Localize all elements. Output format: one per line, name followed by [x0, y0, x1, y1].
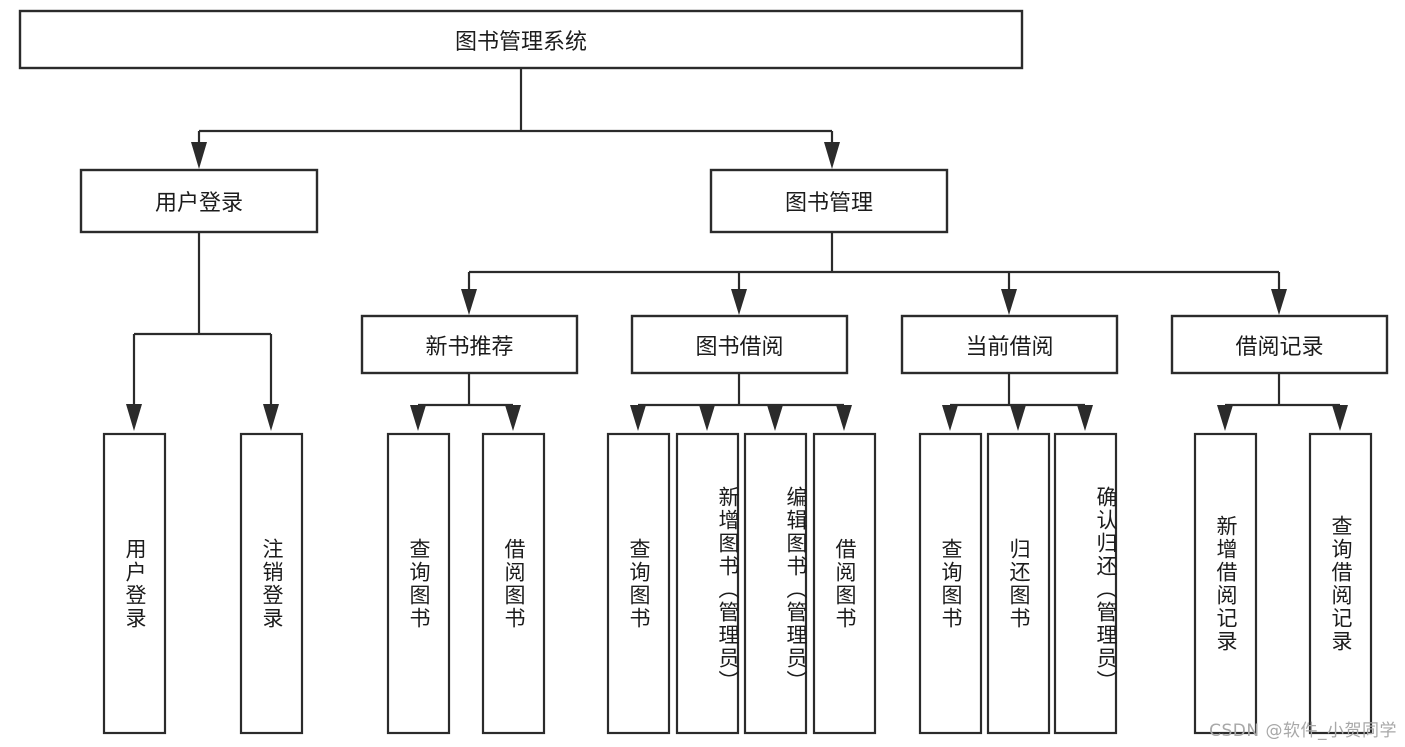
- arrow-l3-1: [731, 289, 747, 315]
- leaf-box-book-borrow-0[interactable]: [606, 432, 671, 735]
- arrow-leaf-bb-3: [836, 405, 852, 431]
- leaf-box-user-login-1[interactable]: [239, 432, 304, 735]
- connector-new-book-to-leaves: [410, 373, 521, 431]
- connector-current-borrow-to-leaves: [942, 373, 1093, 431]
- leaf-box-book-borrow-2[interactable]: [743, 432, 808, 735]
- arrow-leaf-bb-2: [767, 405, 783, 431]
- connector-book-borrow-to-leaves: [630, 373, 852, 431]
- leaf-box-borrow-record-1[interactable]: [1308, 432, 1373, 735]
- node-user-login[interactable]: [79, 168, 319, 234]
- leaf-box-current-borrow-1[interactable]: [986, 432, 1051, 735]
- arrow-leaf-br-0: [1217, 405, 1233, 431]
- arrow-leaf-br-1: [1332, 405, 1348, 431]
- connector-root-to-level2: [191, 68, 840, 169]
- arrow-l3-3: [1271, 289, 1287, 315]
- arrow-l3-2: [1001, 289, 1017, 315]
- arrow-leaf-ul-1: [263, 404, 279, 431]
- arrow-leaf-cb-1: [1010, 405, 1026, 431]
- node-borrow-record[interactable]: [1170, 314, 1389, 375]
- connector-borrow-record-to-leaves: [1217, 373, 1348, 431]
- arrow-leaf-cb-0: [942, 405, 958, 431]
- leaf-box-book-borrow-3[interactable]: [812, 432, 877, 735]
- node-current-borrow[interactable]: [900, 314, 1119, 375]
- arrow-leaf-nb-0: [410, 405, 426, 431]
- arrow-leaf-bb-0: [630, 405, 646, 431]
- leaf-box-borrow-record-0[interactable]: [1193, 432, 1258, 735]
- arrow-leaf-nb-1: [505, 405, 521, 431]
- arrow-user-login: [191, 142, 207, 169]
- arrow-leaf-bb-1: [699, 405, 715, 431]
- leaf-box-new-book-0[interactable]: [386, 432, 451, 735]
- connector-user-login-to-leaves: [126, 232, 279, 431]
- node-book-management[interactable]: [709, 168, 949, 234]
- arrow-l3-0: [461, 289, 477, 315]
- node-new-book-recommend[interactable]: [360, 314, 579, 375]
- leaf-box-user-login-0[interactable]: [102, 432, 167, 735]
- arrow-book-mgmt: [824, 142, 840, 169]
- arrow-leaf-ul-0: [126, 404, 142, 431]
- node-root[interactable]: [18, 9, 1024, 70]
- leaf-box-current-borrow-0[interactable]: [918, 432, 983, 735]
- node-book-borrow[interactable]: [630, 314, 849, 375]
- leaf-box-book-borrow-1[interactable]: [675, 432, 740, 735]
- connector-book-mgmt-to-level3: [461, 232, 1287, 315]
- arrow-leaf-cb-2: [1077, 405, 1093, 431]
- csdn-watermark: CSDN @软件_小贺同学: [1209, 721, 1397, 741]
- leaf-box-current-borrow-2[interactable]: [1053, 432, 1118, 735]
- leaf-box-new-book-1[interactable]: [481, 432, 546, 735]
